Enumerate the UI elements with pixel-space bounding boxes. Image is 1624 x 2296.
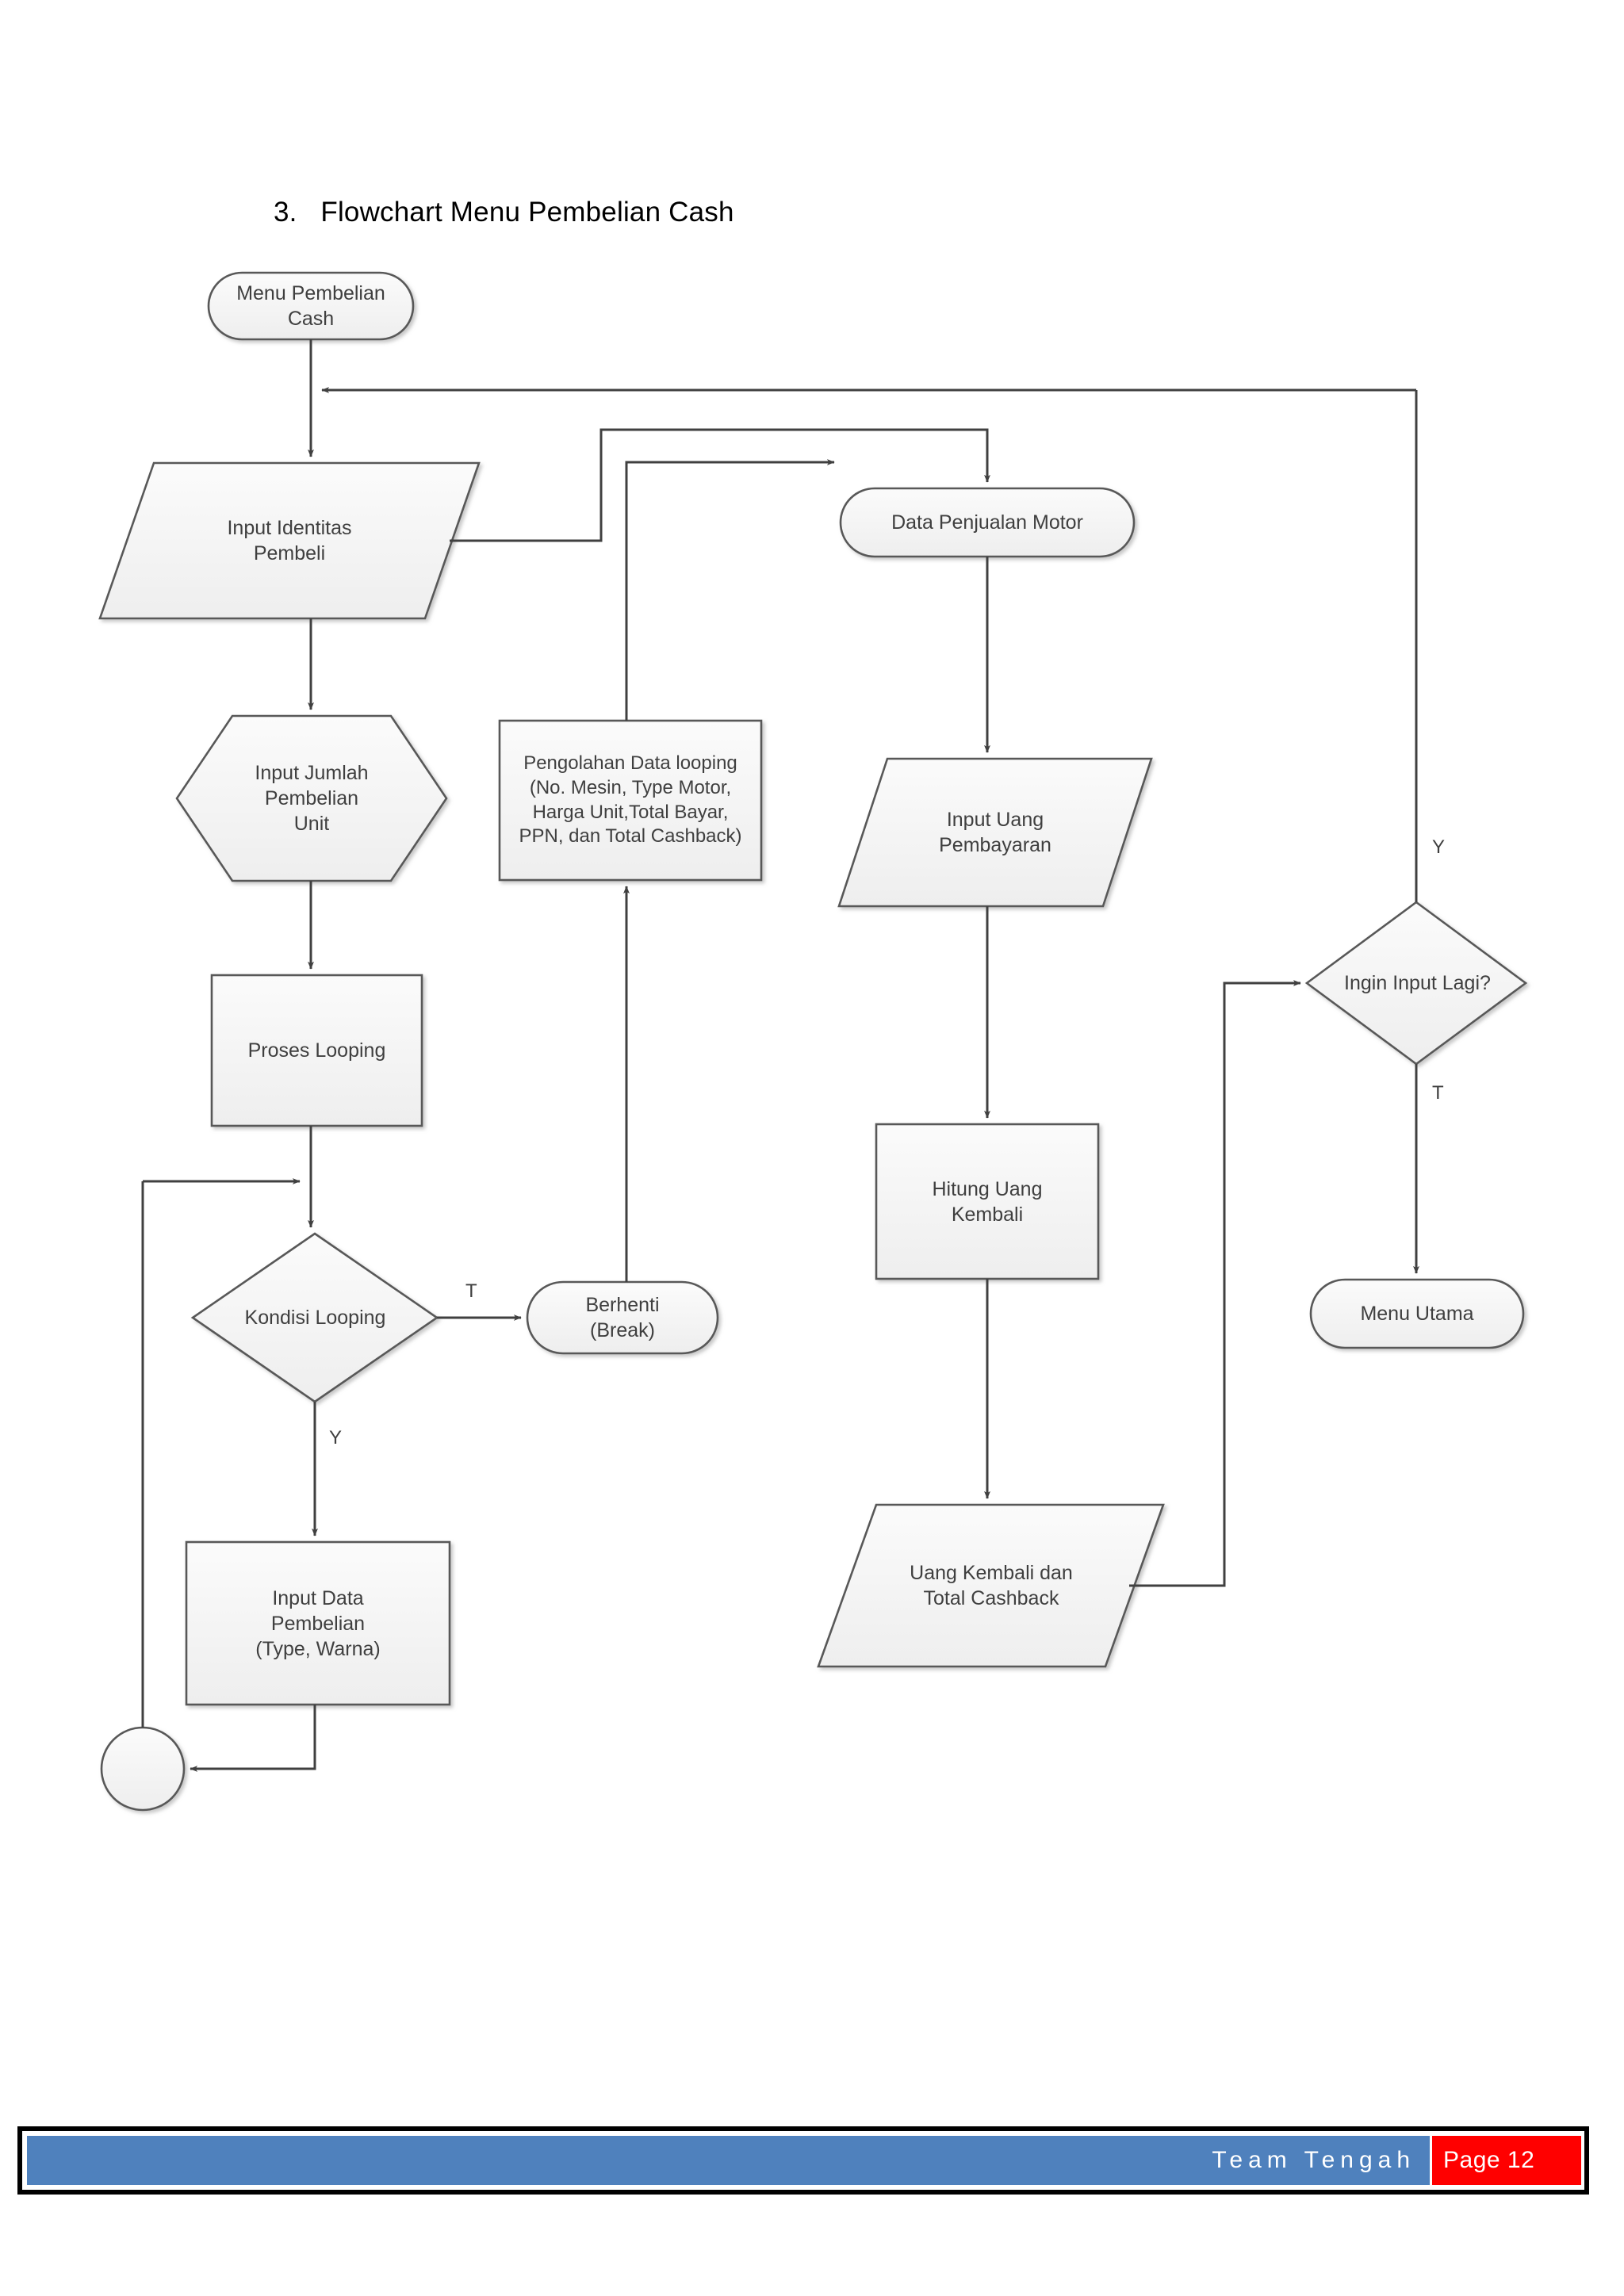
node-hitung-uang-kembali bbox=[875, 1123, 1100, 1280]
node-uang-kembali-total-cashback bbox=[817, 1503, 1165, 1668]
flowchart-diagram: Menu Pembelian Cash Input Identitas Pemb… bbox=[98, 271, 1528, 1812]
page-footer: Team Tengah Page 12 bbox=[17, 2126, 1589, 2195]
node-connector-circle bbox=[100, 1726, 186, 1812]
edge-identitas-to-data-penjualan bbox=[450, 428, 990, 542]
footer-inner: Team Tengah Page 12 bbox=[22, 2131, 1584, 2190]
edge-label-ingin-input-lagi-no: T bbox=[1432, 1082, 1444, 1104]
node-input-jumlah-pembelian-unit bbox=[175, 714, 448, 882]
node-berhenti-break bbox=[526, 1280, 719, 1355]
node-pengolahan-data-looping bbox=[498, 719, 763, 882]
edge-label-kondisi-looping-false: Y bbox=[329, 1427, 343, 1448]
node-menu-utama bbox=[1309, 1278, 1525, 1349]
edge-input-data-to-connector bbox=[190, 1705, 316, 1772]
edge-label-kondisi-looping-true: T bbox=[465, 1280, 477, 1302]
edge-pengolahan-to-data-penjualan bbox=[625, 459, 835, 721]
node-kondisi-looping bbox=[190, 1232, 439, 1403]
node-input-identitas-pembeli bbox=[98, 461, 481, 620]
footer-page-badge: Page 12 bbox=[1432, 2136, 1581, 2185]
flowchart-svg bbox=[98, 271, 1528, 1812]
footer-page-label: Page 12 bbox=[1443, 2147, 1535, 2173]
node-input-data-pembelian bbox=[185, 1540, 451, 1706]
node-data-penjualan-motor bbox=[839, 487, 1136, 558]
node-proses-looping bbox=[210, 974, 423, 1127]
edge-uang-kembali-to-ingin-input bbox=[1129, 980, 1301, 1587]
edge-label-ingin-input-lagi-yes: Y bbox=[1432, 836, 1446, 858]
node-ingin-input-lagi bbox=[1304, 901, 1528, 1066]
footer-team-label: Team Tengah bbox=[1212, 2147, 1415, 2173]
node-input-uang-pembayaran bbox=[837, 757, 1153, 908]
footer-team-bar: Team Tengah bbox=[27, 2136, 1430, 2185]
page-title: 3. Flowchart Menu Pembelian Cash bbox=[274, 197, 734, 228]
node-menu-pembelian-cash bbox=[207, 271, 415, 341]
